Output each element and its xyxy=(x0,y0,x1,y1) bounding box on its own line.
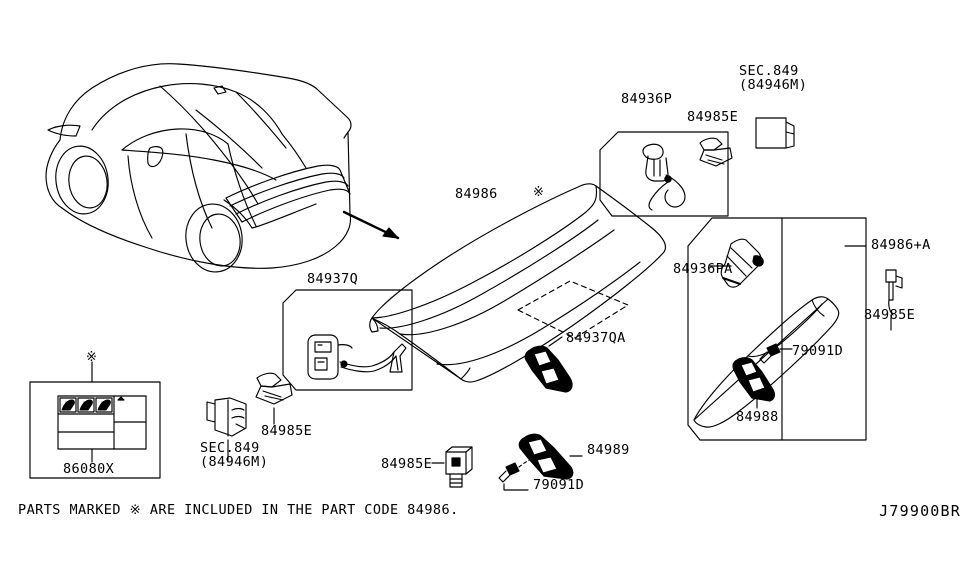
asterisk-marker-panel: ※ xyxy=(533,185,544,200)
label-right-group: 84986+A xyxy=(871,237,931,253)
label-center-bracket: 84937QA xyxy=(566,330,626,346)
label-right-clip: 84985E xyxy=(864,307,916,323)
lower-bracket-part xyxy=(518,433,574,480)
left-sec849-connector xyxy=(206,397,247,437)
label-bottom-clip: 84985E xyxy=(381,456,433,472)
right-finisher-part xyxy=(720,238,764,288)
top-sec849-module xyxy=(755,117,795,149)
parcel-shelf-panel xyxy=(369,183,667,383)
lower-screw-leader xyxy=(503,483,529,491)
label-main-panel: 84986 xyxy=(455,186,498,202)
label-car-callout: 84937Q xyxy=(307,271,359,287)
bottom-clip-part xyxy=(445,446,473,488)
label-left-sec849: SEC.849 xyxy=(200,440,260,456)
footnote-text: PARTS MARKED ※ ARE INCLUDED IN THE PART … xyxy=(18,502,459,518)
right-clip-part xyxy=(885,269,903,316)
right-screw-part xyxy=(759,343,781,364)
lower-screw-part xyxy=(498,456,537,483)
label-right-bracket: 84988 xyxy=(736,409,779,425)
left-detail-box xyxy=(282,289,413,391)
label-lower-bracket: 84989 xyxy=(587,442,630,458)
label-top-sec849: SEC.849 xyxy=(739,63,799,79)
vehicle-illustration xyxy=(45,63,352,273)
center-bracket-part xyxy=(524,345,573,393)
vehicle-to-panel-arrow xyxy=(342,210,400,240)
diagram-code: J79900BR xyxy=(879,502,961,520)
label-lower-screw: 79091D xyxy=(533,477,585,493)
label-top-sec849-sub: (84946M) xyxy=(739,77,808,93)
top-right-detail-box xyxy=(599,131,729,217)
label-top-harness: 84936P xyxy=(621,91,673,107)
left-clip-part xyxy=(255,372,293,405)
center-bracket-leader xyxy=(548,336,563,347)
label-right-screw: 79091D xyxy=(792,343,844,359)
asterisk-marker-caution: ※ xyxy=(86,350,97,365)
label-left-clip: 84985E xyxy=(261,423,313,439)
label-top-clip: 84985E xyxy=(687,109,739,125)
label-caution-code: 86080X xyxy=(63,461,115,477)
label-right-finisher: 84936PA xyxy=(673,261,733,277)
right-bracket-part xyxy=(732,357,776,402)
right-detail-box xyxy=(687,217,867,441)
right-trim-panel xyxy=(693,296,840,428)
top-clip-part xyxy=(699,137,733,167)
caution-label-box xyxy=(29,381,161,479)
label-left-sec849-sub: (84946M) xyxy=(200,454,269,470)
